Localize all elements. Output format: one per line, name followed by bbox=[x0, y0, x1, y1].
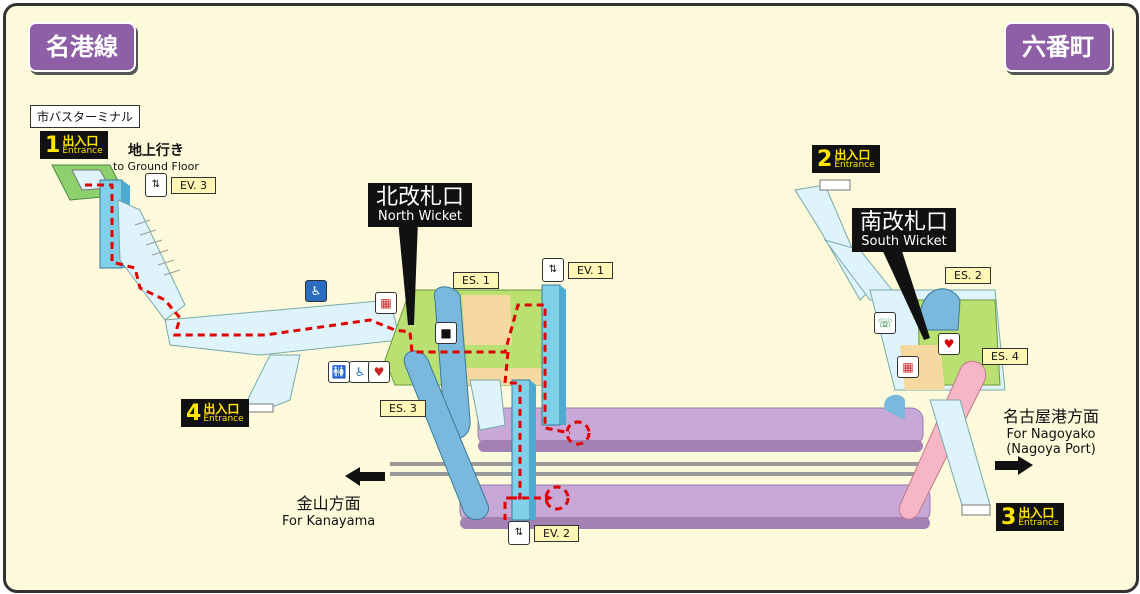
south-wicket-jp: 南改札口 bbox=[860, 210, 949, 235]
exit-4-number: 4 bbox=[186, 400, 202, 426]
station-office-icon: ■ bbox=[435, 322, 457, 344]
nagoyako-en: For Nagoyako bbox=[1006, 427, 1096, 442]
arrow-kanayama bbox=[345, 467, 385, 486]
line-badge: 名港線 bbox=[28, 22, 136, 72]
south-wicket-pointer bbox=[880, 245, 930, 340]
ground-floor-label: 地上行き to Ground Floor bbox=[113, 140, 199, 173]
bus-terminal-label: 市バスターミナル bbox=[30, 105, 141, 128]
exit-4-en: Entrance bbox=[203, 413, 244, 424]
elevator-1[interactable]: ⇅ EV. 1 bbox=[542, 258, 614, 282]
aed-icon: ♥ bbox=[938, 333, 960, 355]
elevator-icon: ⇅ bbox=[542, 258, 564, 282]
ticket-machine-icon-south: ▦ bbox=[897, 356, 919, 378]
escalator-2-label: ES. 2 bbox=[945, 267, 991, 284]
toilet-icon: 🚻 bbox=[328, 361, 350, 383]
escalator-4-label: ES. 4 bbox=[982, 348, 1028, 365]
passage-north bbox=[164, 299, 401, 356]
exit-1-number: 1 bbox=[45, 132, 61, 158]
elevator-3[interactable]: ⇅ EV. 3 bbox=[145, 173, 217, 197]
exit-2-en: Entrance bbox=[834, 159, 875, 170]
ground-floor-jp: 地上行き bbox=[127, 143, 184, 159]
escalator-3 bbox=[403, 350, 489, 520]
ground-floor-en: to Ground Floor bbox=[113, 160, 199, 173]
direction-nagoyako: 名古屋港方面 For Nagoyako (Nagoya Port) bbox=[1003, 403, 1099, 457]
exit-1-en: Entrance bbox=[62, 145, 103, 156]
north-wicket-pointer bbox=[398, 220, 418, 325]
ticket-machine-icon: ▦ bbox=[375, 292, 397, 314]
elevator-1-shaft bbox=[541, 284, 566, 426]
exit-3-en: Entrance bbox=[1018, 517, 1059, 528]
arrow-nagoyako bbox=[995, 456, 1033, 475]
station-badge: 六番町 bbox=[1004, 22, 1112, 72]
exit-3-jp: 出入口 bbox=[1018, 505, 1055, 520]
elevator-icon: ⇅ bbox=[145, 173, 167, 197]
escalator-3-label: ES. 3 bbox=[380, 400, 426, 417]
exit-1-jp: 出入口 bbox=[62, 133, 99, 148]
south-wicket-en: South Wicket bbox=[861, 234, 947, 249]
north-wicket-en: North Wicket bbox=[378, 209, 462, 224]
exit-2-jp: 出入口 bbox=[834, 147, 871, 162]
phone-icon: ☏ bbox=[874, 312, 896, 334]
direction-kanayama: 金山方面 For Kanayama bbox=[282, 490, 375, 529]
escalator-1-label: ES. 1 bbox=[453, 272, 499, 289]
wheelchair-icon: ♿ bbox=[305, 280, 327, 302]
multipurpose-toilet-icon: ♿ bbox=[349, 361, 371, 383]
kanayama-en: For Kanayama bbox=[282, 514, 376, 529]
elevator-1-label: EV. 1 bbox=[568, 261, 614, 279]
elevator-2[interactable]: ⇅ EV. 2 bbox=[508, 521, 580, 545]
nursing-room-icon: ♥ bbox=[368, 361, 390, 383]
kanayama-jp: 金山方面 bbox=[296, 494, 361, 513]
elevator-icon: ⇅ bbox=[508, 521, 530, 545]
south-wicket-callout: 南改札口 South Wicket bbox=[852, 208, 957, 252]
nagoyako-jp: 名古屋港方面 bbox=[1003, 407, 1100, 426]
elevator-3-label: EV. 3 bbox=[171, 176, 217, 194]
tracks bbox=[390, 462, 920, 476]
exit-4-jp: 出入口 bbox=[203, 401, 240, 416]
nagoya-port-en: (Nagoya Port) bbox=[1006, 442, 1096, 457]
elevator-2-label: EV. 2 bbox=[534, 524, 580, 542]
exit-3-number: 3 bbox=[1001, 504, 1017, 530]
north-wicket-jp: 北改札口 bbox=[376, 185, 465, 210]
north-wicket-callout: 北改札口 North Wicket bbox=[368, 183, 473, 227]
accessible-route bbox=[85, 183, 591, 520]
exit-2-number: 2 bbox=[817, 146, 833, 172]
